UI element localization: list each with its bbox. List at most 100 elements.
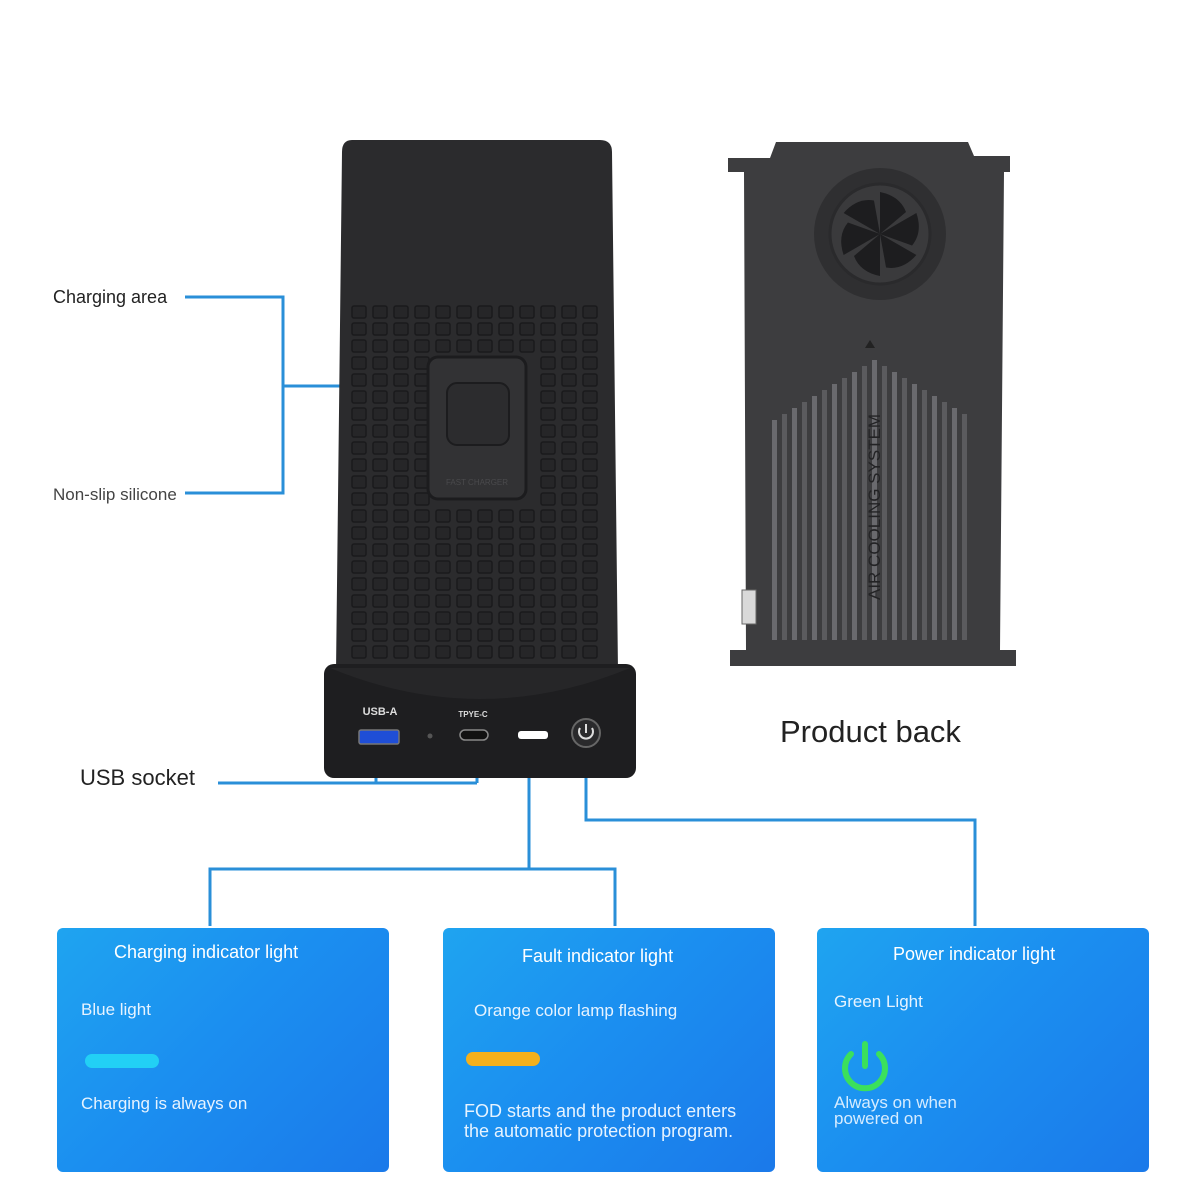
grid-cell [456,339,472,353]
grid-cell [498,526,514,540]
grid-cell [561,526,577,540]
wireless-charge-icon [446,382,510,446]
fan-blade [854,234,880,276]
grid-cell [351,407,367,421]
grid-cell [477,628,493,642]
grid-cell [393,458,409,472]
grid-cell [414,543,430,557]
grid-cell [456,543,472,557]
grid-cell [351,492,367,506]
type-c-port [459,729,489,741]
grid-cell [393,305,409,319]
grid-cell [372,577,388,591]
grid-cell [351,526,367,540]
grid-cell [519,526,535,540]
grid-cell [582,611,598,625]
grid-cell [561,560,577,574]
grid-cell [393,475,409,489]
power-button-icon [578,727,594,740]
mic-hole [427,733,433,739]
grid-cell [561,492,577,506]
grid-cell [393,373,409,387]
grid-cell [414,560,430,574]
grid-cell [414,645,430,659]
grid-cell [393,577,409,591]
cooling-rib [872,360,877,640]
grid-cell [372,543,388,557]
grid-cell [540,628,556,642]
grid-cell [393,339,409,353]
grid-cell [351,543,367,557]
grid-cell [435,594,451,608]
grid-cell [477,560,493,574]
grid-cell [519,611,535,625]
grid-cell [561,475,577,489]
grid-cell [351,390,367,404]
grid-cell [414,322,430,336]
grid-cell [435,560,451,574]
grid-cell [372,390,388,404]
grid-cell [498,594,514,608]
grid-cell [582,339,598,353]
grid-cell [372,628,388,642]
fan-blade [880,192,906,234]
grid-cell [540,611,556,625]
grid-cell [393,492,409,506]
orange-light-swatch [466,1052,540,1066]
card-description: FOD starts and the product enters the au… [464,1101,737,1141]
usb-a-port [358,729,400,745]
grid-cell [393,611,409,625]
grid-cell [435,305,451,319]
grid-cell [540,373,556,387]
grid-cell [561,509,577,523]
grid-cell [351,577,367,591]
cooling-rib [802,402,807,640]
grid-cell [498,611,514,625]
grid-cell [372,407,388,421]
cooling-rib [792,408,797,640]
grid-cell [477,611,493,625]
grid-cell [393,390,409,404]
grid-cell [414,628,430,642]
grid-cell [435,526,451,540]
grid-cell [540,356,556,370]
grid-cell [561,441,577,455]
card-color-name: Orange color lamp flashing [474,1001,678,1020]
grid-cell [582,441,598,455]
grid-cell [372,611,388,625]
cooling-rib [942,402,947,640]
grid-cell [582,390,598,404]
fan-blade [841,222,880,256]
grid-cell [435,339,451,353]
charging-area-label: Charging area [53,287,168,307]
grid-cell [393,322,409,336]
grid-cell [351,339,367,353]
usb-socket-label: USB socket [80,765,195,790]
fan-blade [880,213,919,246]
grid-cell [582,594,598,608]
grid-cell [477,594,493,608]
grid-cell [561,339,577,353]
pad-brand-text: FAST CHARGER [446,478,508,487]
grid-cell [582,407,598,421]
grid-cell [540,509,556,523]
grid-cell [582,356,598,370]
cooling-rib [852,372,857,640]
grid-cell [372,526,388,540]
grid-cell [498,628,514,642]
grid-cell [540,458,556,472]
grid-cell [582,509,598,523]
grid-cell [351,305,367,319]
grid-cell [351,424,367,438]
grid-cell [540,407,556,421]
grid-cell [477,543,493,557]
cooling-rib [932,396,937,640]
grid-cell [582,305,598,319]
grid-cell [582,645,598,659]
grid-cell [519,560,535,574]
type-c-label: TPYE-C [458,710,488,719]
cooling-rib [822,390,827,640]
grid-cell [351,509,367,523]
